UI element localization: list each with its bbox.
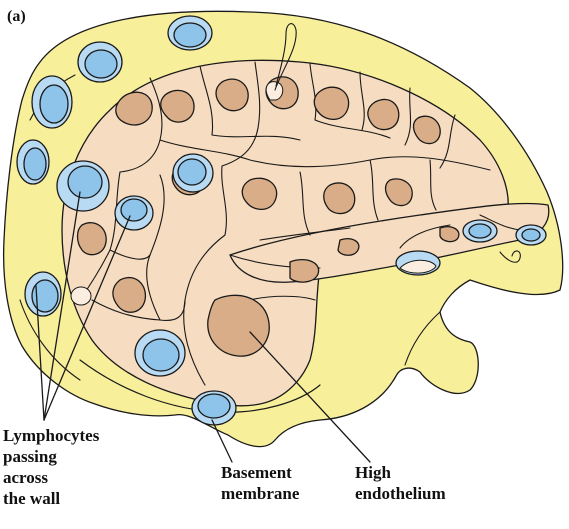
label-basement-membrane: Basement membrane — [221, 462, 299, 504]
label-lymphocytes: Lymphocytes passing across the wall — [3, 425, 99, 509]
panel-label: (a) — [7, 6, 26, 27]
label-high-endothelium: High endothelium — [355, 462, 446, 504]
